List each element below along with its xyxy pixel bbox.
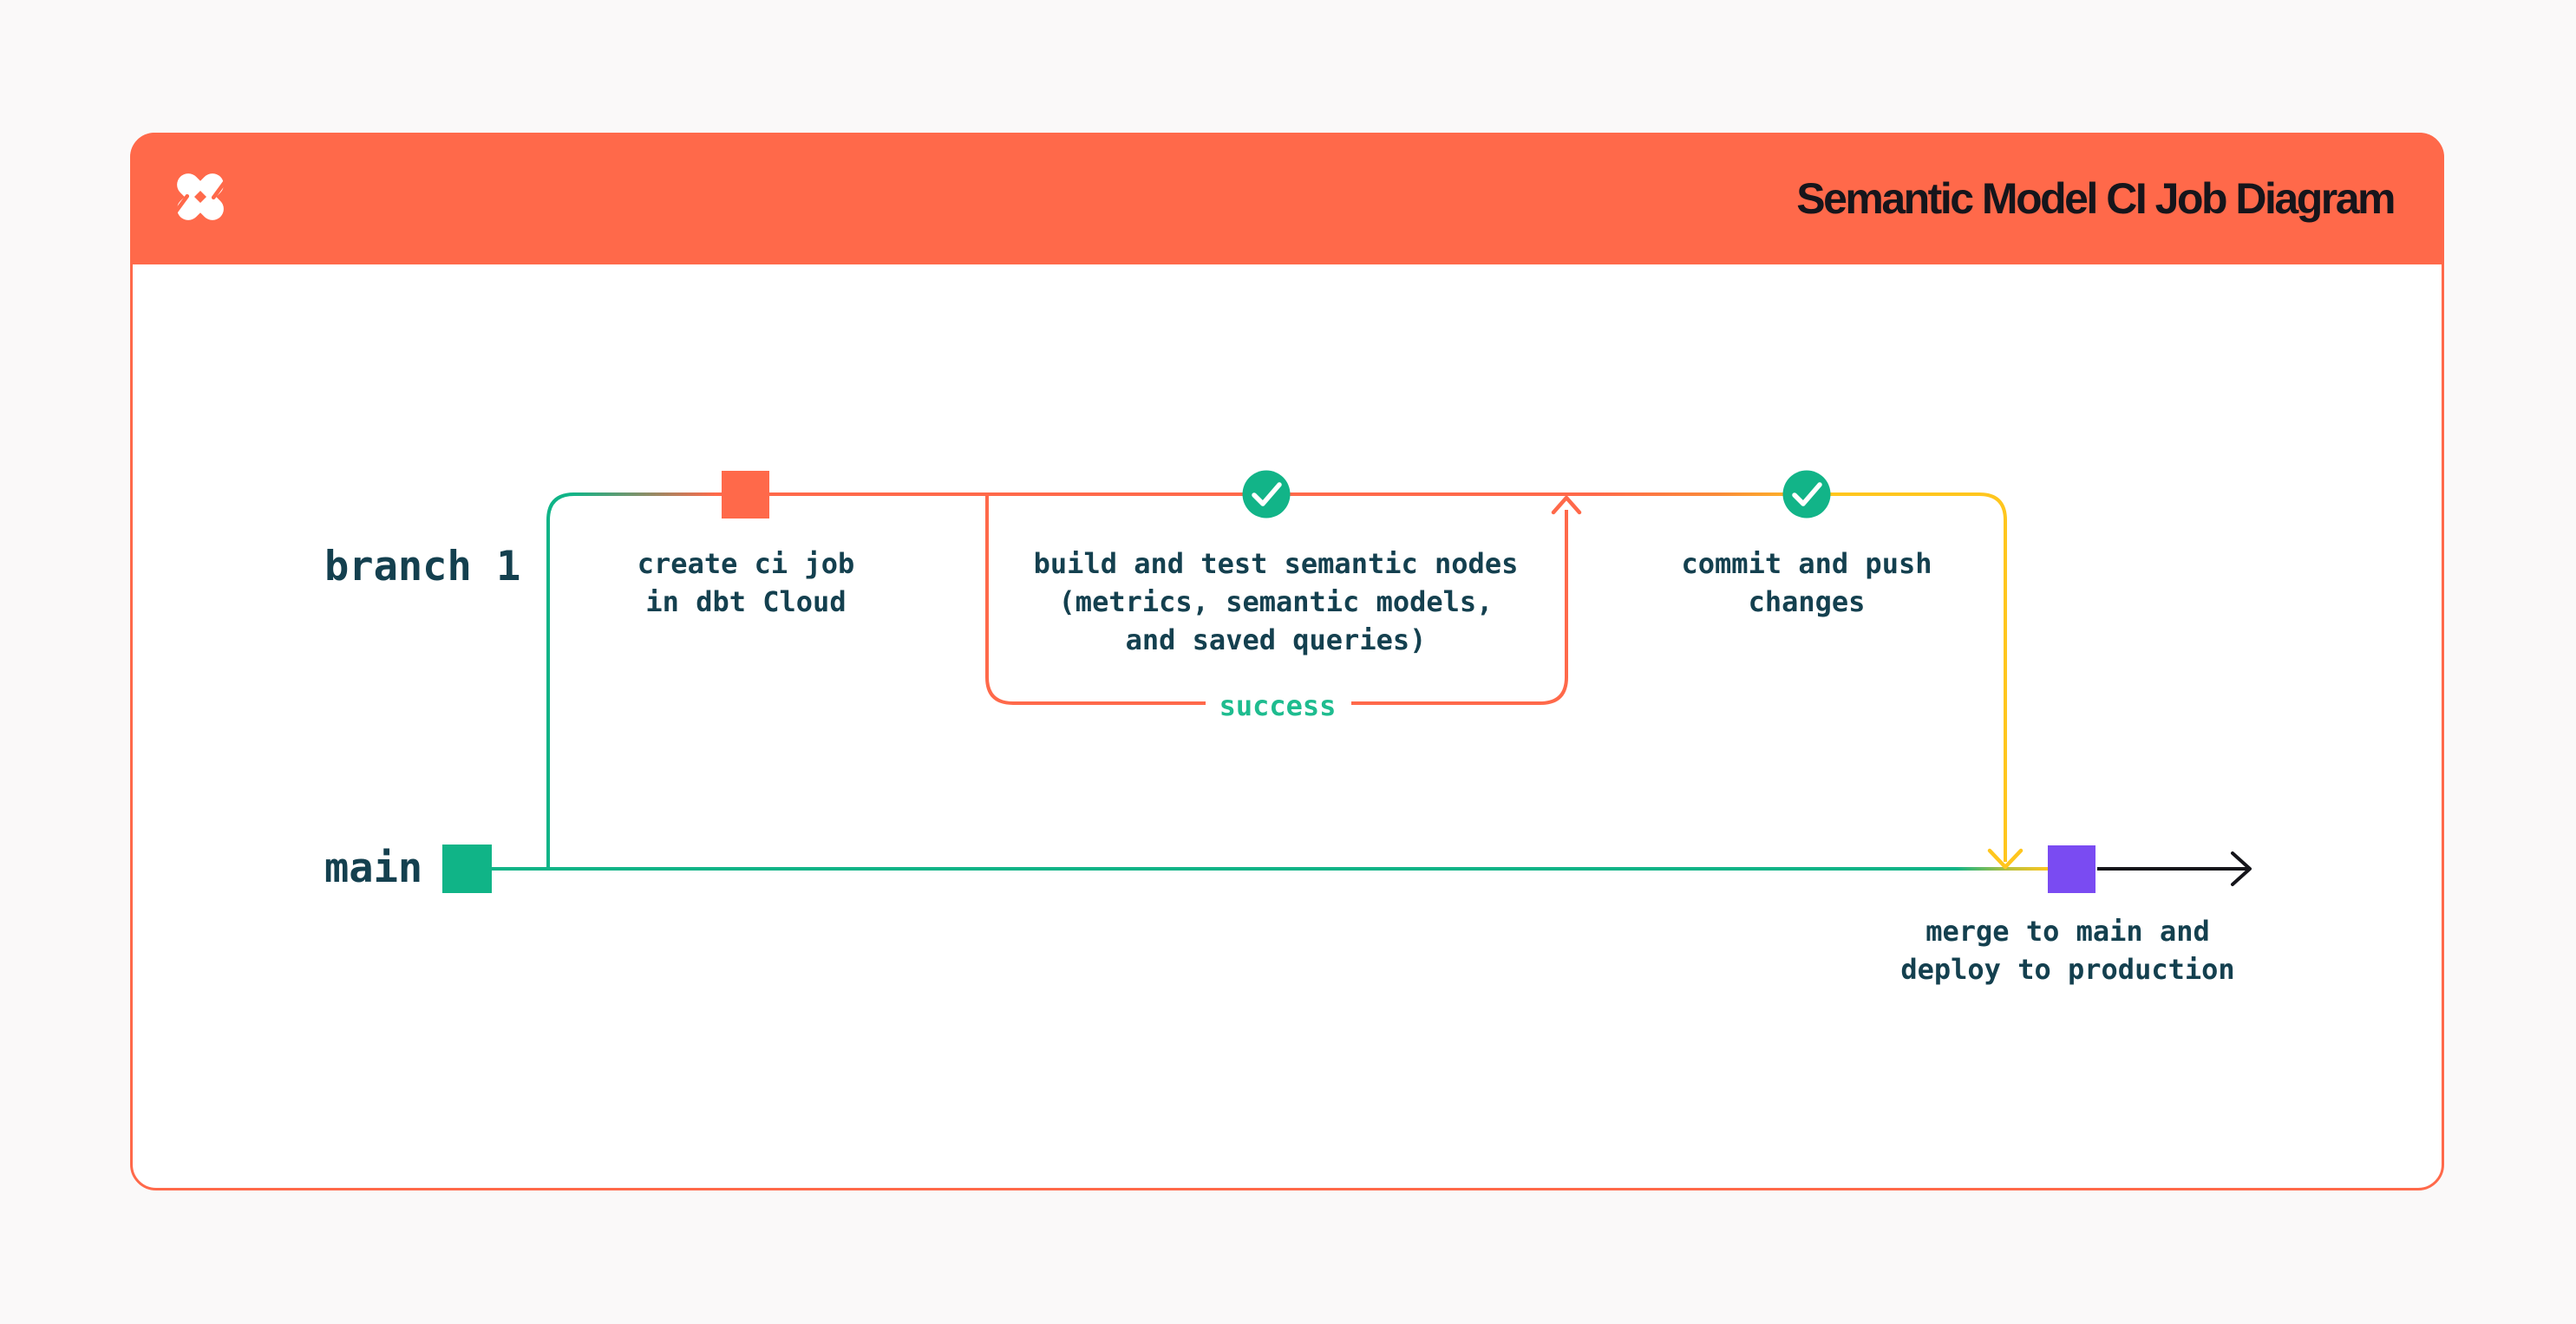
branch1-label: branch 1 <box>324 543 521 590</box>
dbt-logo-icon <box>173 173 228 220</box>
merge-drop-line <box>1978 492 2007 862</box>
diagram-card: Semantic Model CI Job Diagram <box>130 133 2444 1190</box>
build-test-label: build and test semantic nodes (metrics, … <box>1033 547 1519 656</box>
merge-commit-node <box>2048 845 2095 893</box>
check-circle-commit-icon <box>1782 470 1831 519</box>
flow-arrow-right-icon <box>2231 851 2252 886</box>
card-header: Semantic Model CI Job Diagram <box>130 133 2444 264</box>
commit-push-label: commit and push changes <box>1681 547 1932 618</box>
merge-arrow-down-icon <box>1987 848 2024 870</box>
ci-loop-left-line <box>985 496 1206 705</box>
success-arrow-up-icon <box>1551 495 1582 515</box>
branch1-riser-line <box>546 492 575 869</box>
ci-loop-right-line <box>1351 510 1568 705</box>
merge-deploy-label: merge to main and deploy to production <box>1900 915 2235 986</box>
create-ci-job-node <box>722 471 769 519</box>
main-label: main <box>324 845 423 892</box>
main-commit-node <box>442 845 492 893</box>
check-circle-build-icon <box>1242 470 1291 519</box>
success-label: success <box>1219 689 1337 722</box>
page-title: Semantic Model CI Job Diagram <box>1796 174 2396 223</box>
create-ci-job-label: create ci job in dbt Cloud <box>637 547 855 618</box>
